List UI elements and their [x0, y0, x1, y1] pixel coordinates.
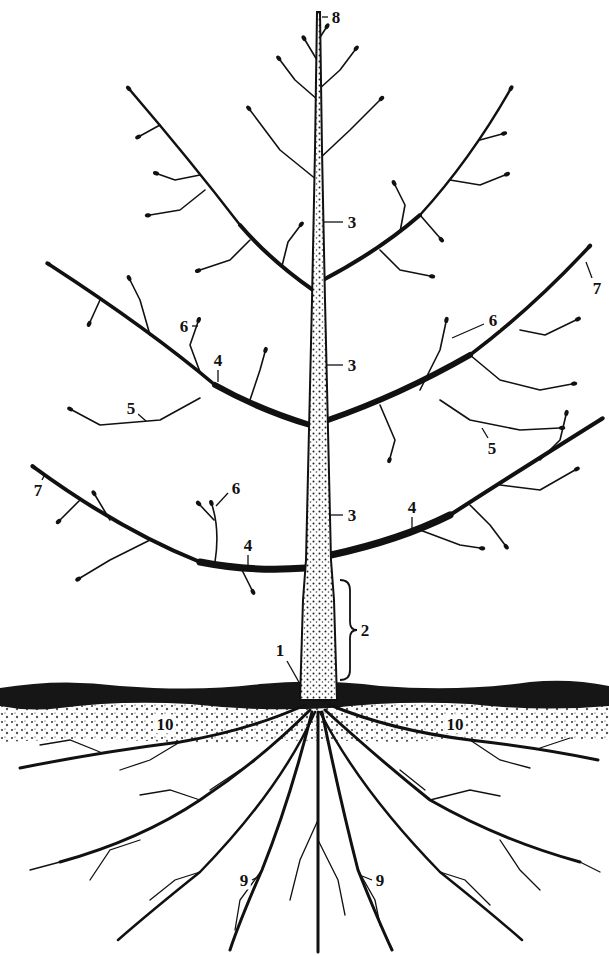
callout-number: 4: [242, 536, 255, 555]
callout-number: 10: [445, 715, 466, 734]
callout-number: 3: [346, 506, 359, 525]
callout-number: 5: [486, 439, 499, 458]
callout-number: 4: [212, 351, 225, 370]
callout-number: 3: [346, 213, 359, 232]
callout-number: 9: [374, 871, 387, 890]
callout-number: 6: [178, 317, 191, 336]
leader-lines: [42, 17, 592, 880]
callout-number: 3: [346, 356, 359, 375]
roots: [20, 705, 600, 952]
callout-number: 7: [32, 481, 45, 500]
callout-number: 9: [238, 871, 251, 890]
callout-number: 6: [230, 479, 243, 498]
callout-number: 1: [274, 641, 287, 660]
callout-number: 7: [591, 279, 604, 298]
callout-number: 8: [330, 8, 343, 27]
callout-number: 6: [487, 311, 500, 330]
bracket: [340, 580, 357, 680]
trunk: [300, 12, 337, 700]
callout-number: 2: [359, 621, 372, 640]
callout-number: 10: [155, 715, 176, 734]
callout-number: 4: [406, 498, 419, 517]
callout-number: 5: [125, 399, 138, 418]
